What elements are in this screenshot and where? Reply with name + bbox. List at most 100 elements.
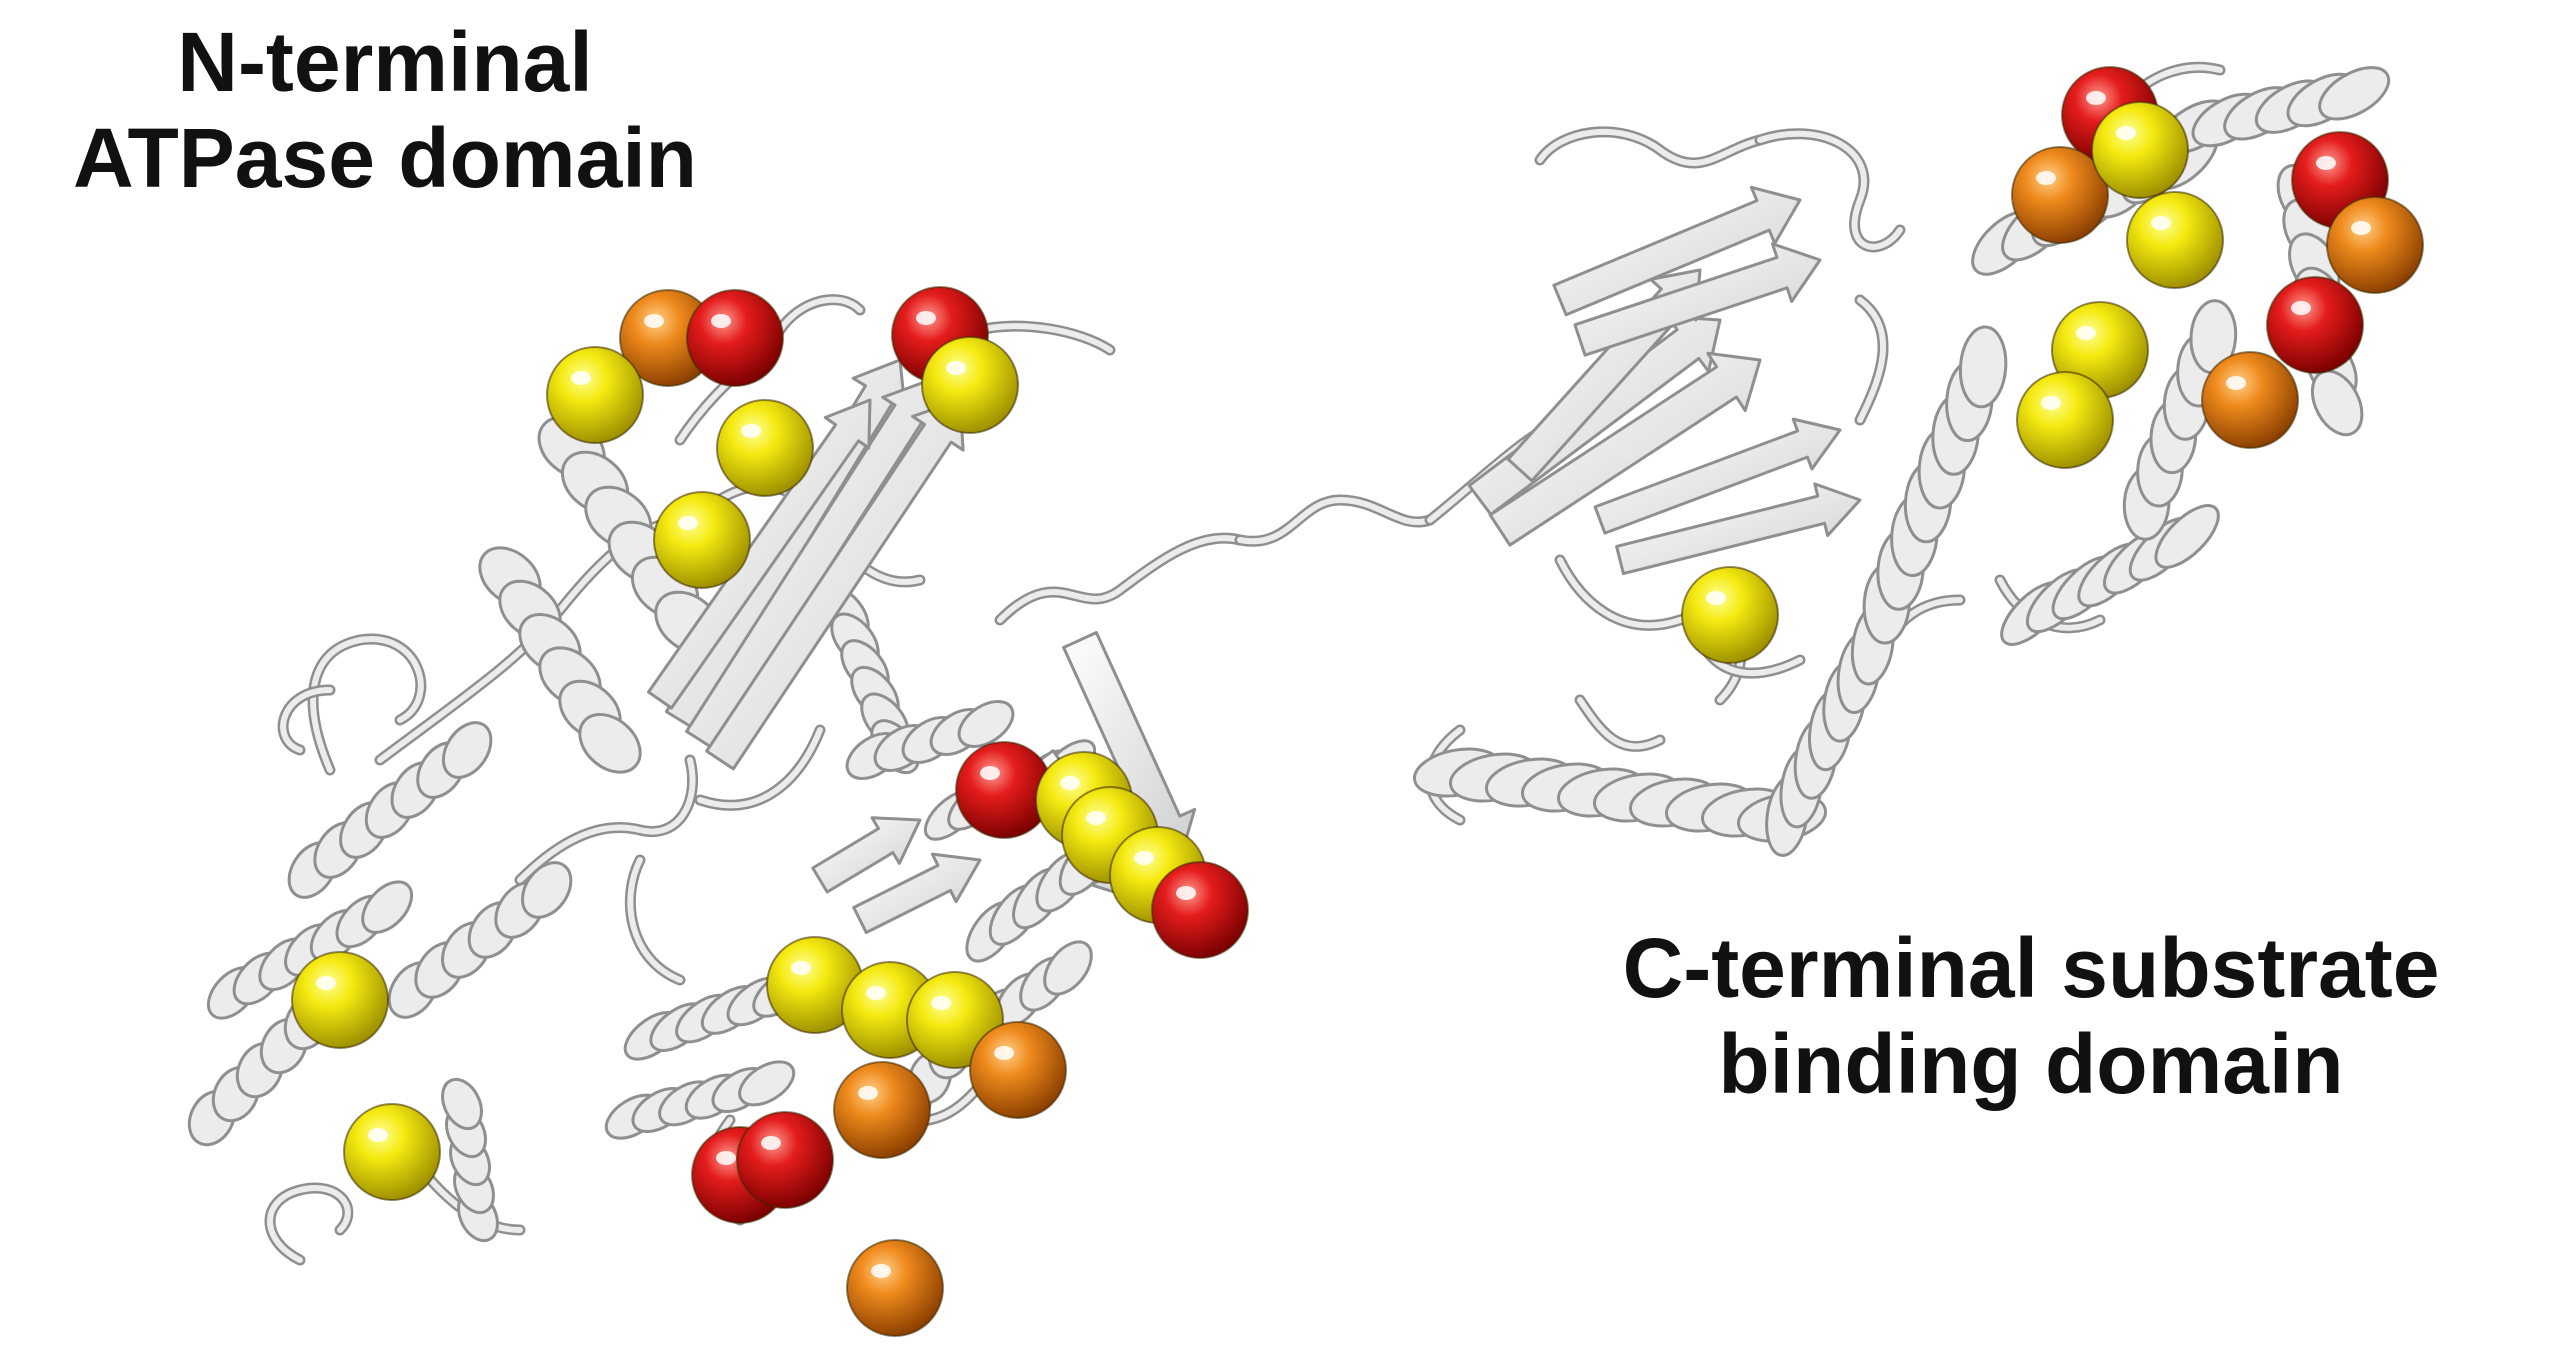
- coil-loop-fill: [1237, 497, 1433, 545]
- coil-loop-fill: [977, 323, 1113, 353]
- sphere-body: [716, 399, 814, 497]
- sphere-highlight: [994, 1046, 1014, 1060]
- helix-turn: [738, 1060, 796, 1107]
- residue-spheres: [291, 66, 2424, 1337]
- sphere-highlight: [741, 424, 761, 438]
- sphere-highlight: [2116, 126, 2136, 140]
- yellow-residue-sphere: [546, 346, 644, 444]
- coil-loop-fill: [627, 857, 683, 983]
- c-terminal-label-line-2: binding domain: [1718, 1017, 2344, 1111]
- c-terminal-domain-label: C-terminal substrate binding domain: [1500, 920, 2562, 1112]
- beta-strand: [811, 816, 922, 894]
- sphere-highlight: [678, 516, 698, 530]
- sphere-body: [2126, 191, 2224, 289]
- sphere-highlight: [1706, 591, 1726, 605]
- sphere-highlight: [644, 314, 664, 328]
- sphere-highlight: [2316, 156, 2336, 170]
- sphere-body: [546, 346, 644, 444]
- sphere-highlight: [866, 986, 886, 1000]
- sphere-highlight: [2076, 326, 2096, 340]
- sphere-highlight: [316, 976, 336, 990]
- helix-turn: [957, 700, 1015, 748]
- coil-loop-fill: [267, 1185, 351, 1263]
- yellow-residue-sphere: [2091, 101, 2189, 199]
- orange-residue-sphere: [846, 1239, 944, 1337]
- alpha-helix: [1862, 325, 2008, 645]
- sphere-body: [2091, 101, 2189, 199]
- yellow-residue-sphere: [2016, 371, 2114, 469]
- sphere-highlight: [2041, 396, 2061, 410]
- beta-strand: [1615, 482, 1862, 576]
- sphere-body: [1151, 861, 1249, 959]
- sphere-highlight: [916, 311, 936, 325]
- helix-turn: [2318, 66, 2391, 121]
- sphere-highlight: [858, 1086, 878, 1100]
- sphere-highlight: [716, 1151, 736, 1165]
- sphere-highlight: [2226, 376, 2246, 390]
- orange-residue-sphere: [2011, 146, 2109, 244]
- coil-loop-fill: [1857, 297, 1886, 423]
- helix-turn: [521, 861, 573, 919]
- helix-turn: [361, 880, 414, 934]
- alpha-helix: [845, 700, 1015, 780]
- alpha-helix: [287, 721, 493, 899]
- coil-loop-fill: [997, 535, 1243, 623]
- coil-loop-fill: [280, 687, 333, 753]
- coil-loop-fill: [310, 636, 424, 773]
- beta-strand: [1593, 417, 1842, 535]
- sphere-highlight: [2086, 91, 2106, 105]
- sphere-highlight: [711, 314, 731, 328]
- sphere-body: [2016, 371, 2114, 469]
- yellow-residue-sphere: [766, 936, 864, 1034]
- yellow-residue-sphere: [1681, 566, 1779, 664]
- beta-strand: [1573, 242, 1822, 357]
- sphere-highlight: [1086, 811, 1106, 825]
- helix-turn: [1043, 940, 1093, 996]
- orange-residue-sphere: [969, 1021, 1067, 1119]
- coil-loop: [514, 754, 699, 886]
- coil-loop: [994, 532, 1246, 626]
- red-residue-sphere: [736, 1111, 834, 1209]
- beta-strand: [647, 398, 872, 710]
- alpha-helix: [206, 880, 414, 1020]
- helix-turn: [578, 713, 642, 774]
- sphere-body: [2326, 196, 2424, 294]
- yellow-residue-sphere: [343, 1103, 441, 1201]
- helix-turn: [1958, 325, 2008, 409]
- sphere-body: [833, 1061, 931, 1159]
- sphere-highlight: [2151, 216, 2171, 230]
- sphere-highlight: [946, 361, 966, 375]
- sphere-body: [2201, 351, 2299, 449]
- sphere-highlight: [1176, 886, 1196, 900]
- sphere-body: [846, 1239, 944, 1337]
- alpha-helix: [820, 585, 920, 775]
- alpha-helix: [2159, 66, 2391, 154]
- sphere-highlight: [2291, 301, 2311, 315]
- sphere-highlight: [791, 961, 811, 975]
- orange-residue-sphere: [619, 289, 717, 387]
- sphere-body: [921, 336, 1019, 434]
- sphere-highlight: [1060, 776, 1080, 790]
- yellow-residue-sphere: [716, 399, 814, 497]
- alpha-helix: [441, 1077, 499, 1243]
- coil-loop-fill: [697, 727, 823, 809]
- alpha-helix: [1765, 603, 1895, 857]
- yellow-residue-sphere: [2126, 191, 2224, 289]
- sphere-highlight: [571, 371, 591, 385]
- beta-strand: [852, 852, 982, 935]
- sphere-body: [736, 1111, 834, 1209]
- coil-loop-fill: [517, 757, 696, 883]
- sphere-highlight: [368, 1128, 388, 1142]
- alpha-helix: [478, 546, 642, 774]
- coil-loop-fill: [1537, 128, 1763, 166]
- coil-loop-fill: [1577, 697, 1663, 750]
- alpha-helix: [604, 1060, 796, 1140]
- helix-turn: [441, 1077, 483, 1131]
- red-residue-sphere: [686, 289, 784, 387]
- sphere-body: [343, 1103, 441, 1201]
- helix-turn: [441, 721, 493, 779]
- yellow-residue-sphere: [921, 336, 1019, 434]
- helix-turn: [2154, 504, 2220, 569]
- beta-strand: [1488, 351, 1762, 547]
